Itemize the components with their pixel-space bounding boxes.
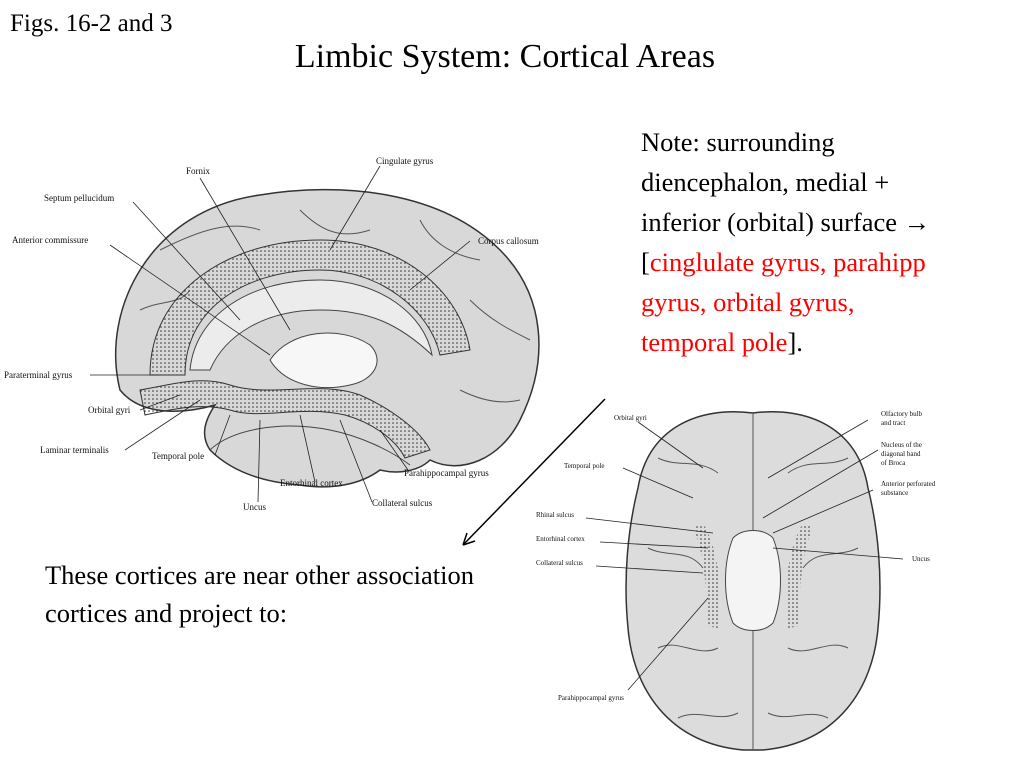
parahippocampal-band [139,380,431,459]
note-line-3-text: inferior (orbital) surface [641,207,898,237]
label-anterior-commissure: Anterior commissure [12,235,88,245]
label-temporal-pole-inferior: Temporal pole [564,462,605,470]
label-cingulate-gyrus: Cingulate gyrus [376,156,434,166]
label-laminar-terminalis: Laminar terminalis [40,445,109,455]
body-text: These cortices are near other associatio… [45,560,474,628]
label-orbital-gyri: Orbital gyri [88,405,131,415]
note-text: Note: surrounding diencephalon, medial +… [641,122,1024,362]
right-arrow-icon: → [903,207,931,237]
cingulate-band [149,239,471,376]
figure-reference: Figs. 16-2 and 3 [10,10,173,37]
label-entorhinal-cortex: Entorhinal cortex [280,478,343,488]
label-paraterminal-gyrus: Paraterminal gyrus [4,370,73,380]
label-and-tract: and tract [881,419,905,427]
label-diagonal-band: diagonal band [881,450,921,458]
label-corpus-callosum: Corpus callosum [478,236,539,246]
close-bracket: ]. [787,327,803,357]
note-line-4: [cinglulate gyrus, parahipp [641,242,1024,282]
highlight-text-2: gyrus, orbital gyrus, [641,287,855,317]
label-olfactory-bulb: Olfactory bulb [881,410,923,418]
label-septum-pellucidum: Septum pellucidum [44,193,114,203]
left-parahippocampal-band [693,523,720,628]
pointer-arrow [462,398,606,546]
label-nucleus-diagonal-band: Nucleus of the [881,441,922,449]
thalamus [269,332,378,388]
right-parahippocampal-band [786,523,813,628]
label-rhinal-sulcus: Rhinal sulcus [536,511,574,519]
medial-leader-lines [90,165,471,503]
label-fornix: Fornix [186,166,211,176]
label-collateral-sulcus: Collateral sulcus [372,498,433,508]
highlight-text-1: cinglulate gyrus, parahipp [649,247,926,277]
medial-labels: Fornix Cingulate gyrus Septum pellucidum… [4,156,539,512]
slide-title: Limbic System: Cortical Areas [294,38,716,75]
arrowhead-icon [462,532,476,546]
medial-brain-figure: Fornix Cingulate gyrus Septum pellucidum… [4,156,540,512]
inferior-brain-figure: Orbital gyri Temporal pole Rhinal sulcus… [536,410,936,751]
label-orbital-gyri-inferior: Orbital gyri [614,414,647,422]
label-parahippocampal-gyrus-inferior: Parahippocampal gyrus [558,694,624,702]
label-anterior-perforated: Anterior perforated [881,480,936,488]
note-line-6: temporal pole]. [641,322,1024,362]
brainstem [725,530,781,631]
label-uncus: Uncus [243,502,266,512]
inferior-leader-lines [585,419,904,691]
note-line-3: inferior (orbital) surface → [641,202,1024,242]
note-line-1: Note: surrounding [641,127,835,157]
label-parahippocampal-gyrus: Parahippocampal gyrus [404,468,489,478]
label-uncus-inferior: Uncus [912,555,930,563]
label-substance: substance [881,489,908,497]
note-line-2: diencephalon, medial + [641,167,890,197]
corpus-callosum [189,279,433,371]
label-temporal-pole: Temporal pole [152,451,204,461]
inferior-labels: Orbital gyri Temporal pole Rhinal sulcus… [536,410,936,702]
label-collateral-sulcus-inferior: Collateral sulcus [536,559,583,567]
highlight-text-3: temporal pole [641,327,788,357]
label-of-broca: of Broca [881,459,906,467]
label-entorhinal-cortex-inferior: Entorhinal cortex [536,535,585,543]
open-bracket: [ [641,247,650,277]
